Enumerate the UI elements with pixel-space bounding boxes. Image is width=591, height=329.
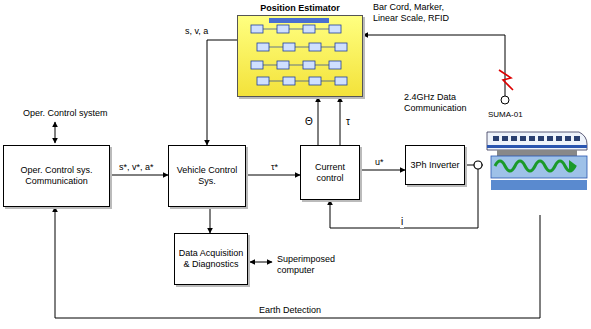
signal-arrow xyxy=(340,97,341,145)
signal-arrow xyxy=(318,97,319,145)
vehicle-figure: SUMA-01 xyxy=(483,110,589,215)
process-box: Oper. Control sys. Communication xyxy=(3,145,110,207)
estimator-block-figure xyxy=(239,17,361,95)
current-sensor xyxy=(474,161,482,169)
process-box: Data Acquisition & Diagnostics xyxy=(174,233,248,285)
signal-label: Earth Detection xyxy=(258,305,322,316)
box-label: Data Acquisition & Diagnostics xyxy=(178,248,244,270)
signal-arrow xyxy=(360,170,405,171)
note-label: Superimposed computer xyxy=(276,254,336,276)
signal-arrow xyxy=(210,207,211,233)
signal-label: Θ xyxy=(304,116,314,128)
box-label: Vehicle Control Sys. xyxy=(172,165,242,187)
note-label: 2.4GHz Data Communication xyxy=(403,92,483,114)
train-figure xyxy=(483,110,589,215)
signal-arrow xyxy=(55,207,540,318)
box-label: Current control xyxy=(304,162,356,184)
estimator-box: Position Estimator xyxy=(237,15,363,97)
signal-label: s*, v*, a* xyxy=(118,162,155,173)
link-arrow xyxy=(55,122,56,143)
signal-arrow xyxy=(207,40,237,145)
vehicle-name: SUMA-01 xyxy=(487,110,524,119)
signal-label: u* xyxy=(374,157,385,168)
process-box: Vehicle Control Sys. xyxy=(168,145,246,207)
signal-arrow xyxy=(363,35,505,96)
process-box: Current control xyxy=(300,145,360,200)
box-label: Oper. Control sys. Communication xyxy=(7,165,106,187)
box-heading: Position Estimator xyxy=(218,3,382,13)
process-box: 3Ph Inverter xyxy=(405,145,465,185)
signal-label: s, v, a xyxy=(184,26,209,37)
signal-arrow xyxy=(246,175,300,176)
signal-arrow xyxy=(110,175,168,176)
box-label: 3Ph Inverter xyxy=(410,160,459,171)
signal-label: τ* xyxy=(270,162,279,173)
signal-label: i xyxy=(400,216,404,228)
signal-label: τ xyxy=(345,116,351,128)
link-arrow xyxy=(250,262,272,263)
signal-label: Bar Cord, Marker, Linear Scale, RFID xyxy=(372,2,456,24)
note-label: Oper. Control system xyxy=(22,108,109,119)
radio-symbol xyxy=(499,70,513,90)
antenna-symbol xyxy=(501,96,509,104)
